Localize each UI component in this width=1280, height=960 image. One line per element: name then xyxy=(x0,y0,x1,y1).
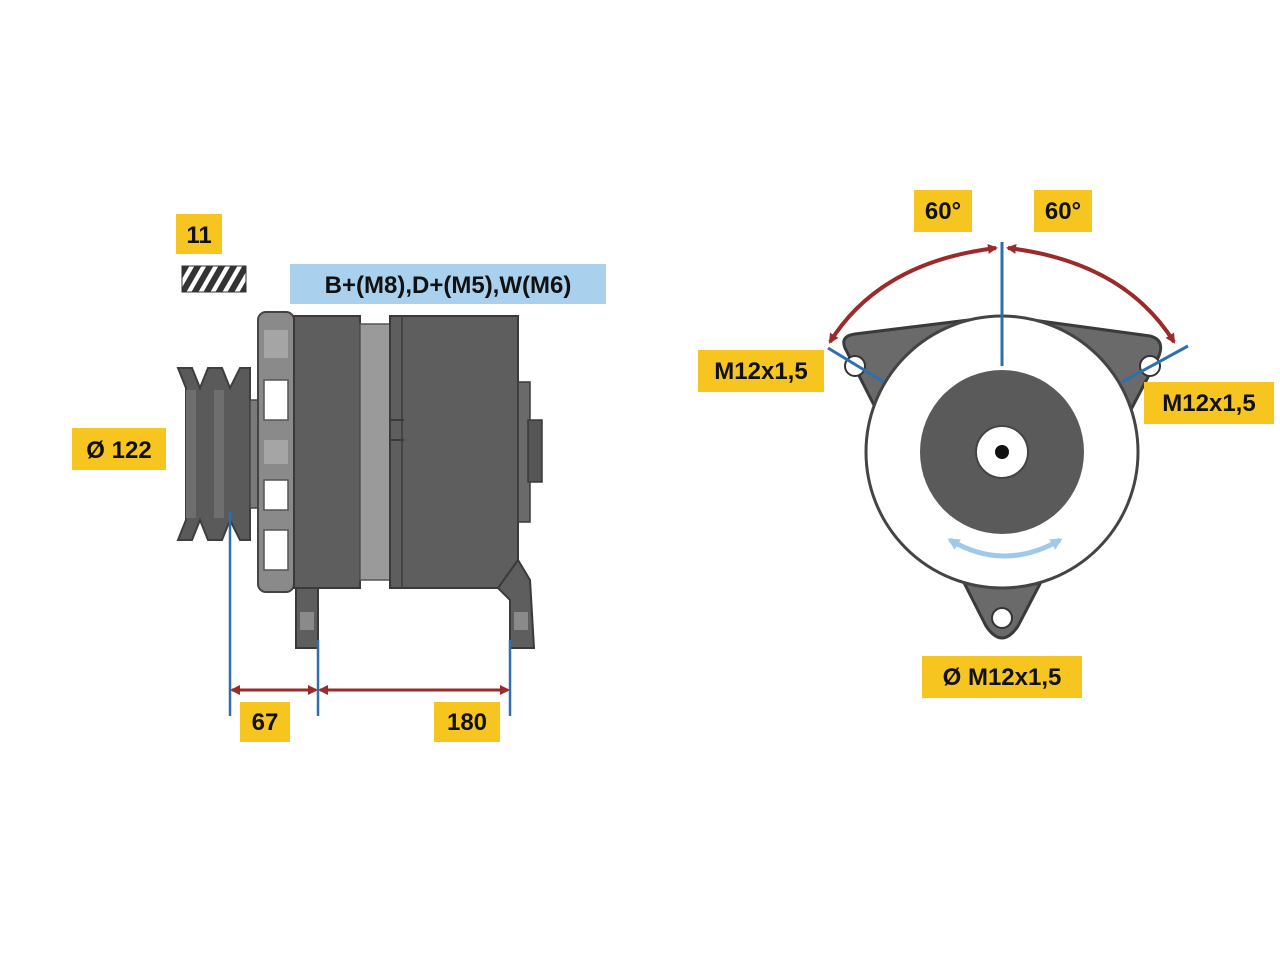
angle-arc-right xyxy=(1006,243,1176,344)
label-code-11: 11 xyxy=(176,214,222,254)
double-arrow-rotation-icon xyxy=(947,537,1063,559)
label-angle-left-text: 60° xyxy=(925,198,961,225)
label-angle-right: 60° xyxy=(1034,190,1092,232)
label-pulley-diameter: Ø 122 xyxy=(72,428,166,470)
left-hole-axis xyxy=(827,346,885,384)
label-thread-left-text: M12x1,5 xyxy=(714,358,807,385)
angle-arc-left xyxy=(828,243,998,344)
dimension-lines xyxy=(228,512,512,716)
housing xyxy=(293,315,543,589)
right-hole-axis xyxy=(1121,344,1189,384)
label-thread-right: M12x1,5 xyxy=(1144,382,1274,424)
front-view: 60° 60° M12x1,5 M12x1,5 Ø M12x1,5 xyxy=(698,190,1274,698)
label-dim-180: 180 xyxy=(434,702,500,742)
label-code-11-text: 11 xyxy=(186,222,211,249)
side-view: 11 B+(M8),D+(M5),W(M6) Ø 122 67 180 xyxy=(72,214,606,742)
hatched-bar-icon xyxy=(181,265,247,293)
label-pulley-diameter-text: Ø 122 xyxy=(86,437,151,464)
label-connections: B+(M8),D+(M5),W(M6) xyxy=(290,264,606,304)
label-connections-text: B+(M8),D+(M5),W(M6) xyxy=(325,272,572,299)
label-thread-bottom: Ø M12x1,5 xyxy=(922,656,1082,698)
mount-hole-bottom xyxy=(991,607,1013,629)
pulley xyxy=(176,367,251,541)
mounting-feet xyxy=(295,558,536,649)
label-thread-left: M12x1,5 xyxy=(698,350,824,392)
label-angle-left: 60° xyxy=(914,190,972,232)
label-thread-right-text: M12x1,5 xyxy=(1162,390,1255,417)
label-dim-67: 67 xyxy=(240,702,290,742)
label-thread-bottom-text: Ø M12x1,5 xyxy=(943,664,1062,691)
label-angle-right-text: 60° xyxy=(1045,198,1081,225)
label-dim-180-text: 180 xyxy=(447,709,487,736)
front-end-plate xyxy=(249,311,295,593)
label-dim-67-text: 67 xyxy=(252,709,279,736)
shaft-center xyxy=(995,445,1009,459)
